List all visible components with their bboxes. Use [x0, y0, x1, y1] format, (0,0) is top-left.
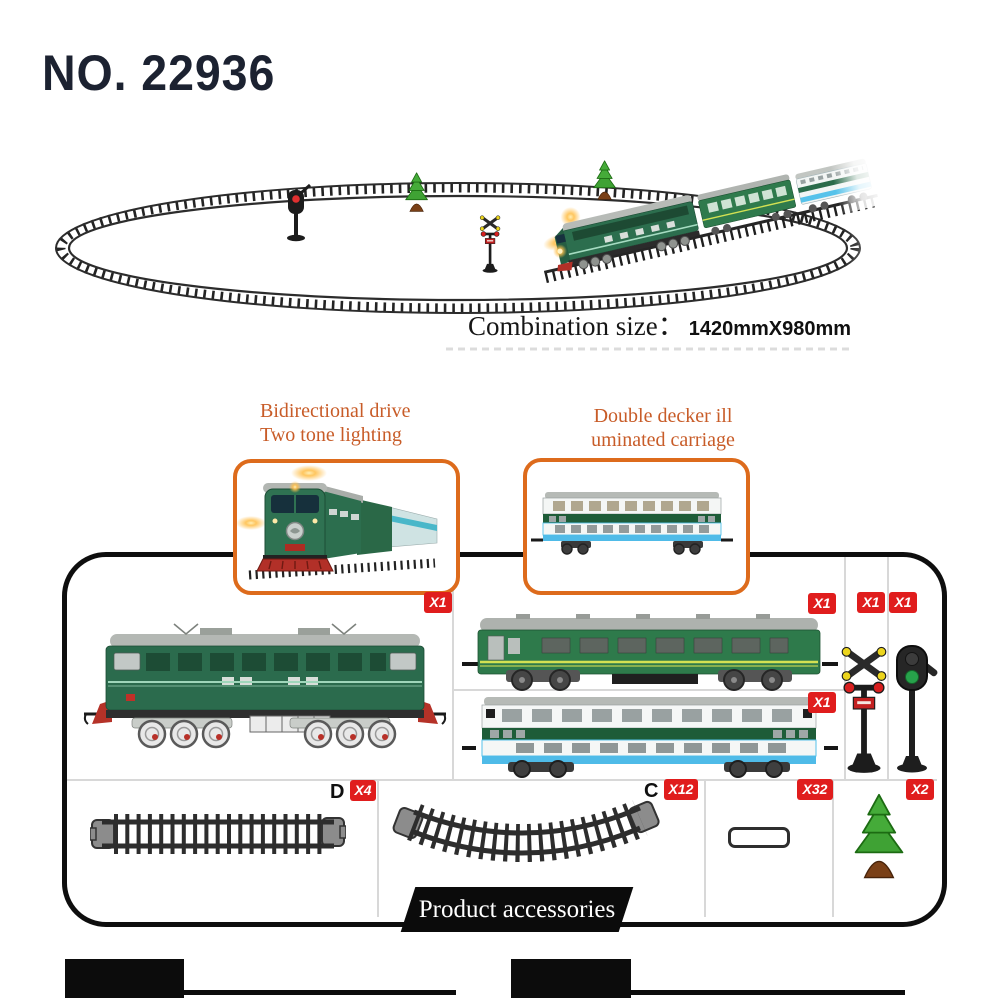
qty-badge-traffic-signal: X1: [889, 592, 917, 613]
callout-box-decker: [523, 458, 750, 595]
scene-signal-light: [287, 183, 311, 242]
cell-letter-straight-track: D: [330, 781, 345, 803]
grid-line: [452, 557, 454, 780]
cell-letter-curved-track: C: [644, 780, 659, 802]
combination-size: Combination size： 1420mmX980mm: [468, 304, 851, 343]
banner-label: Product accessories: [418, 896, 616, 923]
qty-badge-locomotive: X1: [424, 592, 452, 613]
bottom-block-left: [65, 959, 184, 998]
bottom-rule-right: [631, 990, 905, 995]
green-carriage-side-art: [462, 614, 838, 691]
straight-track-art: [90, 814, 346, 854]
qty-badge-straight-track: X4: [350, 780, 376, 801]
scene-green-carriage: [697, 174, 796, 235]
decker-carriage-art: [531, 492, 733, 555]
scene-decker-carriage: [795, 148, 888, 215]
feature-label-left: Bidirectional drive Two tone lighting: [260, 400, 411, 446]
product-number: NO. 22936: [42, 45, 276, 101]
bottom-block-right: [511, 959, 631, 998]
feature-label-right: Double decker ill uminated carriage: [591, 405, 735, 451]
grid-line: [377, 779, 379, 917]
double-decker-side-art: [462, 697, 838, 778]
qty-badge-green-carriage: X1: [808, 593, 836, 614]
product-accessories-banner: Product accessories: [400, 887, 634, 932]
track-scene-art: [55, 148, 1000, 363]
grid-line: [887, 557, 889, 780]
scene-locomotive: [543, 195, 700, 272]
grid-line: [67, 779, 937, 781]
combination-size-value: 1420mmX980mm: [688, 318, 852, 340]
grid-line: [832, 779, 834, 917]
grid-line: [844, 557, 846, 780]
callout-box-locomotive: [233, 459, 460, 595]
traffic-signal-art: [896, 645, 938, 773]
qty-badge-curved-track: X12: [664, 779, 698, 800]
grid-line: [704, 779, 706, 917]
rail-connector-art: [728, 827, 790, 848]
train-on-track: [543, 148, 888, 284]
locomotive-front-art: [236, 465, 438, 580]
combination-size-label: Combination size：: [468, 311, 685, 341]
locomotive-side-art: [83, 623, 447, 749]
grid-line: [452, 689, 846, 691]
qty-badge-double-decker: X1: [808, 692, 836, 713]
curved-track-art: [392, 800, 660, 862]
bottom-rule-left: [184, 990, 456, 995]
qty-badge-rail-connector: X32: [797, 779, 833, 800]
tree-art: [854, 793, 904, 879]
scene-crossing-signal: [479, 215, 501, 274]
qty-badge-crossing-signal: X1: [857, 592, 885, 613]
qty-badge-tree: X2: [906, 779, 934, 800]
